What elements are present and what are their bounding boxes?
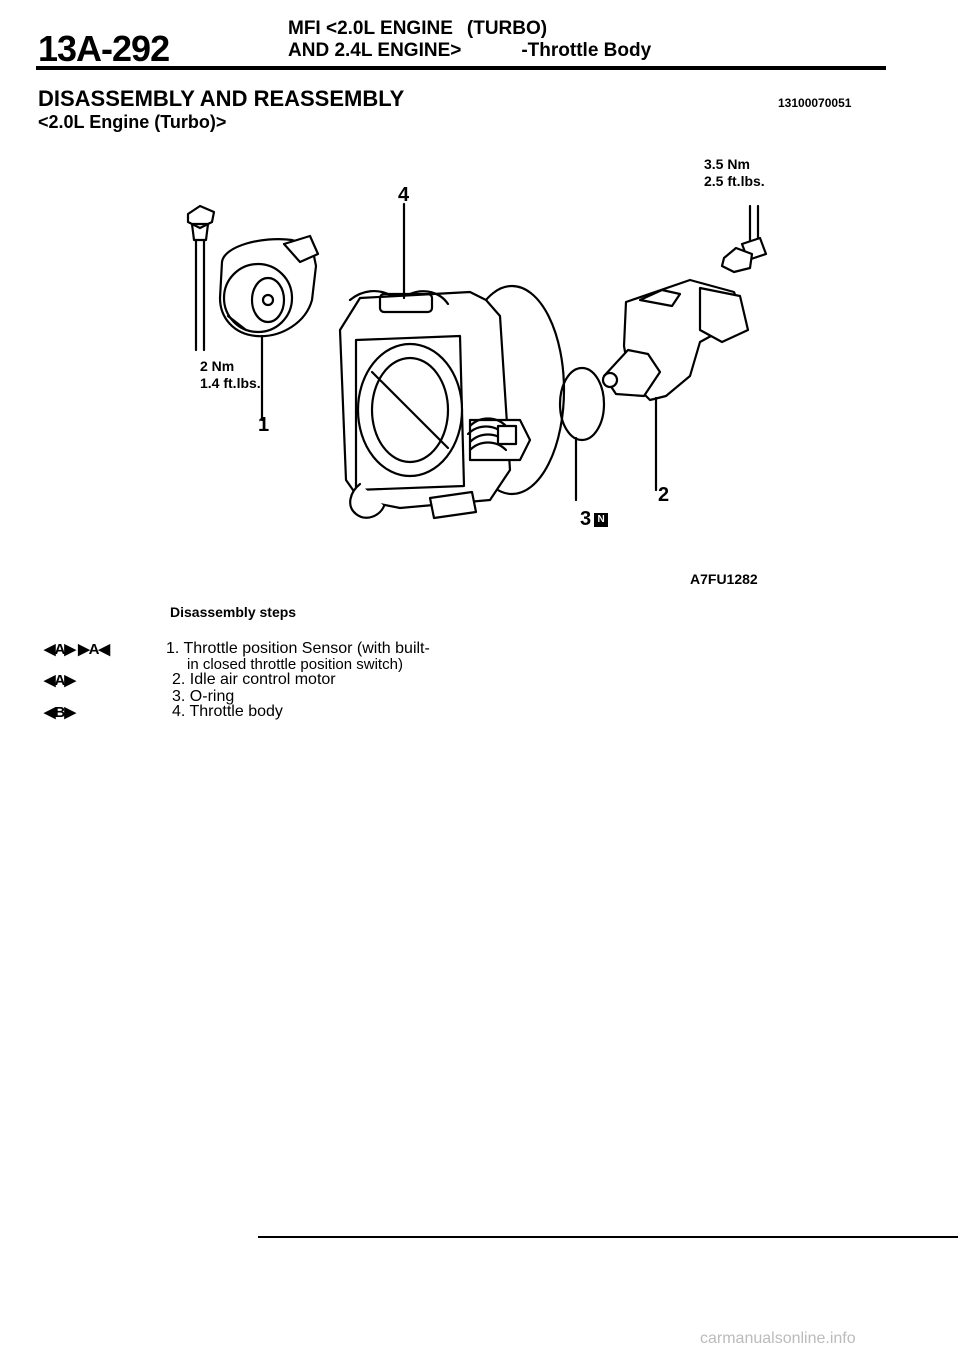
- step-1-text: 1. Throttle position Sensor (with built-: [166, 640, 430, 657]
- header-component-text: -Throttle Body: [521, 40, 652, 61]
- service-marks-step-4: ◀B▶: [44, 704, 76, 721]
- figure-code: A7FU1282: [690, 571, 758, 587]
- watermark: carmanualsonline.info: [700, 1330, 856, 1347]
- throttle-position-sensor: [218, 234, 320, 338]
- section-subtitle: <2.0L Engine (Turbo)>: [38, 112, 227, 132]
- header-component-line: AND 2.4L ENGINE> -Throttle Body: [288, 40, 651, 62]
- step-3-text: 3. O-ring: [172, 688, 235, 705]
- torque-iac-screw: 3.5 Nm 2.5 ft.lbs.: [704, 156, 765, 190]
- torque-tps-nm: 2 Nm: [200, 358, 235, 374]
- steps-title: Disassembly steps: [170, 604, 297, 620]
- torque-tps-ftlbs: 1.4 ft.lbs.: [200, 375, 261, 391]
- callout-1: 1: [258, 414, 270, 436]
- step-2-text: 2. Idle air control motor: [172, 671, 336, 688]
- document-code: 13100070051: [778, 96, 852, 110]
- service-marks-step-1: ◀A▶ ▶A◀: [44, 641, 110, 658]
- header-engine-line: MFI <2.0L ENGINE (TURBO): [288, 18, 547, 40]
- torque-tps-screw: 2 Nm 1.4 ft.lbs.: [200, 358, 261, 392]
- callout-3-number: 3: [580, 508, 592, 530]
- service-marks-step-2: ◀A▶: [44, 672, 76, 689]
- torque-iac-ftlbs: 2.5 ft.lbs.: [704, 173, 765, 189]
- callout-4: 4: [398, 184, 410, 206]
- header-engine-text-2: AND 2.4L ENGINE>: [288, 40, 462, 61]
- o-ring: [558, 366, 606, 442]
- throttle-body: [338, 284, 566, 520]
- footer-rule: [258, 1236, 958, 1238]
- tps-screw-icon: [186, 204, 216, 352]
- header-turbo-text: (TURBO): [466, 18, 548, 39]
- callout-2: 2: [658, 484, 670, 506]
- idle-air-control-motor: [601, 278, 750, 402]
- header-rule: [36, 66, 886, 70]
- step-4-text: 4. Throttle body: [172, 703, 283, 720]
- step-1-continuation: in closed throttle position switch): [187, 656, 403, 673]
- non-reusable-badge: N: [594, 512, 609, 527]
- page-number: 13A-292: [38, 28, 170, 69]
- torque-iac-nm: 3.5 Nm: [704, 156, 750, 172]
- section-title: DISASSEMBLY AND REASSEMBLY: [38, 86, 405, 111]
- header-engine-text: MFI <2.0L ENGINE: [288, 18, 453, 39]
- iac-screw-icon: [720, 204, 768, 274]
